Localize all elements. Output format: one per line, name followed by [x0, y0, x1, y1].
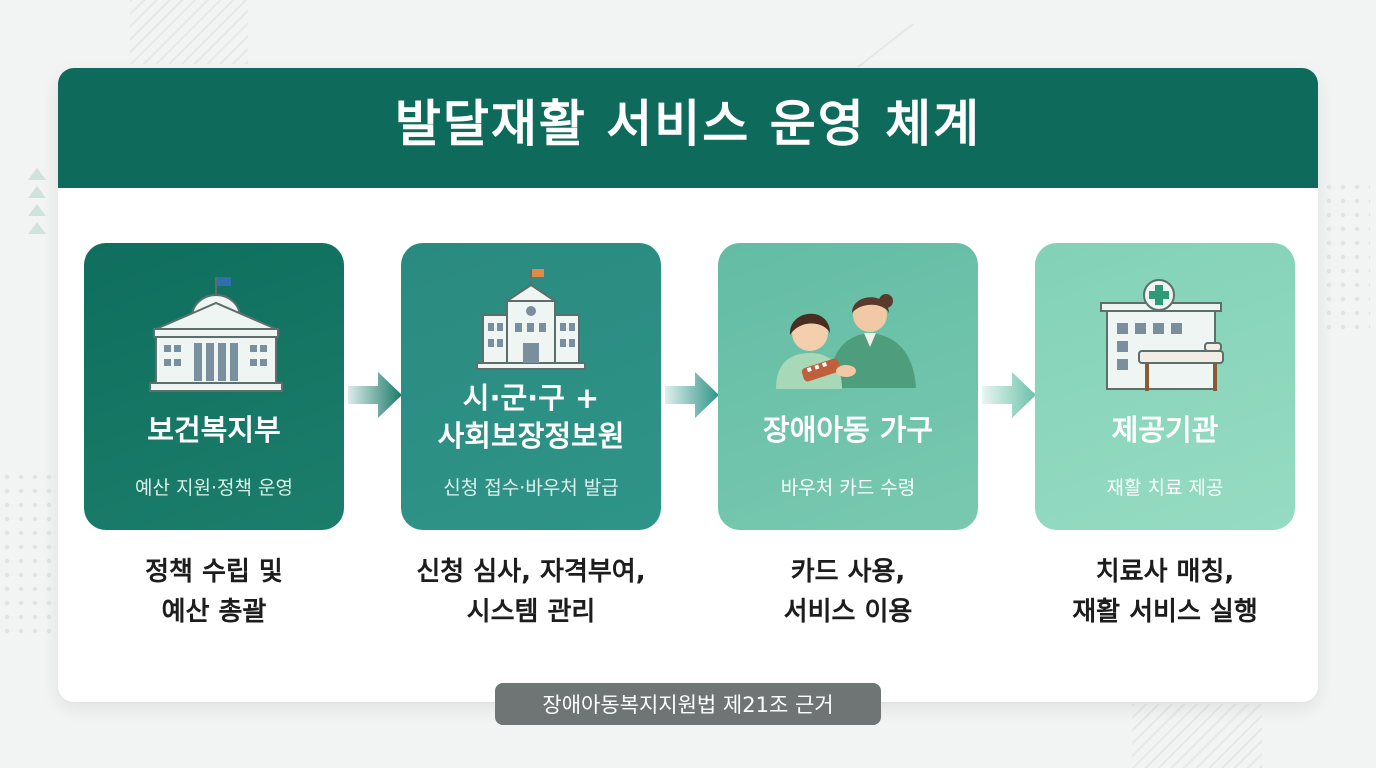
- step-box-ministry: 보건복지부 예산 지원·정책 운영: [84, 243, 344, 530]
- step-name: 시·군·구 + 사회보장정보원: [401, 379, 661, 455]
- step-name: 보건복지부: [147, 413, 281, 447]
- decor-triangle: [28, 222, 46, 234]
- background-dots-right: [1322, 180, 1370, 330]
- background-line: [857, 23, 914, 68]
- legal-basis-badge: 장애아동복지지원법 제21조 근거: [495, 683, 881, 725]
- page-title: 발달재활 서비스 운영 체계: [394, 95, 982, 153]
- description-line: 정책 수립 및: [145, 557, 283, 587]
- arrow-right-icon: [982, 372, 1036, 418]
- step-description: 신청 심사, 자격부여, 시스템 관리: [381, 552, 681, 632]
- decor-triangle: [28, 204, 46, 216]
- arrow-right-icon: [665, 372, 719, 418]
- step-subtitle: 재활 치료 제공: [1106, 477, 1224, 499]
- description-line: 카드 사용,: [790, 557, 906, 587]
- city-hall-icon: [476, 269, 586, 370]
- step-box-families: 장애아동 가구 바우처 카드 수령: [718, 243, 978, 530]
- background-triangles: [28, 168, 46, 234]
- description-line: 서비스 이용: [783, 597, 913, 627]
- step-name-line: 시·군·구 +: [462, 381, 600, 415]
- description-line: 예산 총괄: [161, 597, 267, 627]
- step-box-provider: 제공기관 재활 치료 제공: [1035, 243, 1295, 530]
- arrow-right-icon: [348, 372, 402, 418]
- step-description: 치료사 매칭, 재활 서비스 실행: [1015, 552, 1315, 632]
- description-line: 시스템 관리: [466, 597, 596, 627]
- diagram-card: 발달재활 서비스 운영 체계 보건복지부: [58, 68, 1318, 702]
- background-hatch-bottom: [1132, 704, 1262, 768]
- government-building-icon: [149, 277, 283, 392]
- background-hatch-top: [130, 0, 248, 64]
- step-description: 정책 수립 및 예산 총괄: [64, 552, 364, 632]
- step-name: 장애아동 가구: [762, 413, 934, 447]
- step-description: 카드 사용, 서비스 이용: [698, 552, 998, 632]
- step-subtitle: 예산 지원·정책 운영: [135, 477, 293, 499]
- step-subtitle: 신청 접수·바우처 발급: [443, 477, 619, 499]
- step-name: 제공기관: [1111, 413, 1219, 447]
- step-name-line: 사회보장정보원: [437, 419, 625, 453]
- decor-triangle: [28, 168, 46, 180]
- description-line: 신청 심사, 자격부여,: [416, 557, 646, 587]
- header-bar: 발달재활 서비스 운영 체계: [58, 68, 1318, 188]
- step-box-local-government: 시·군·구 + 사회보장정보원 신청 접수·바우처 발급: [401, 243, 661, 530]
- background-dots-left: [0, 470, 56, 640]
- description-line: 치료사 매칭,: [1095, 557, 1235, 587]
- decor-triangle: [28, 186, 46, 198]
- description-line: 재활 서비스 실행: [1072, 597, 1258, 627]
- clinic-building-icon: [1100, 279, 1224, 391]
- step-subtitle: 바우처 카드 수령: [780, 477, 916, 499]
- parent-and-child-icon: [776, 294, 916, 389]
